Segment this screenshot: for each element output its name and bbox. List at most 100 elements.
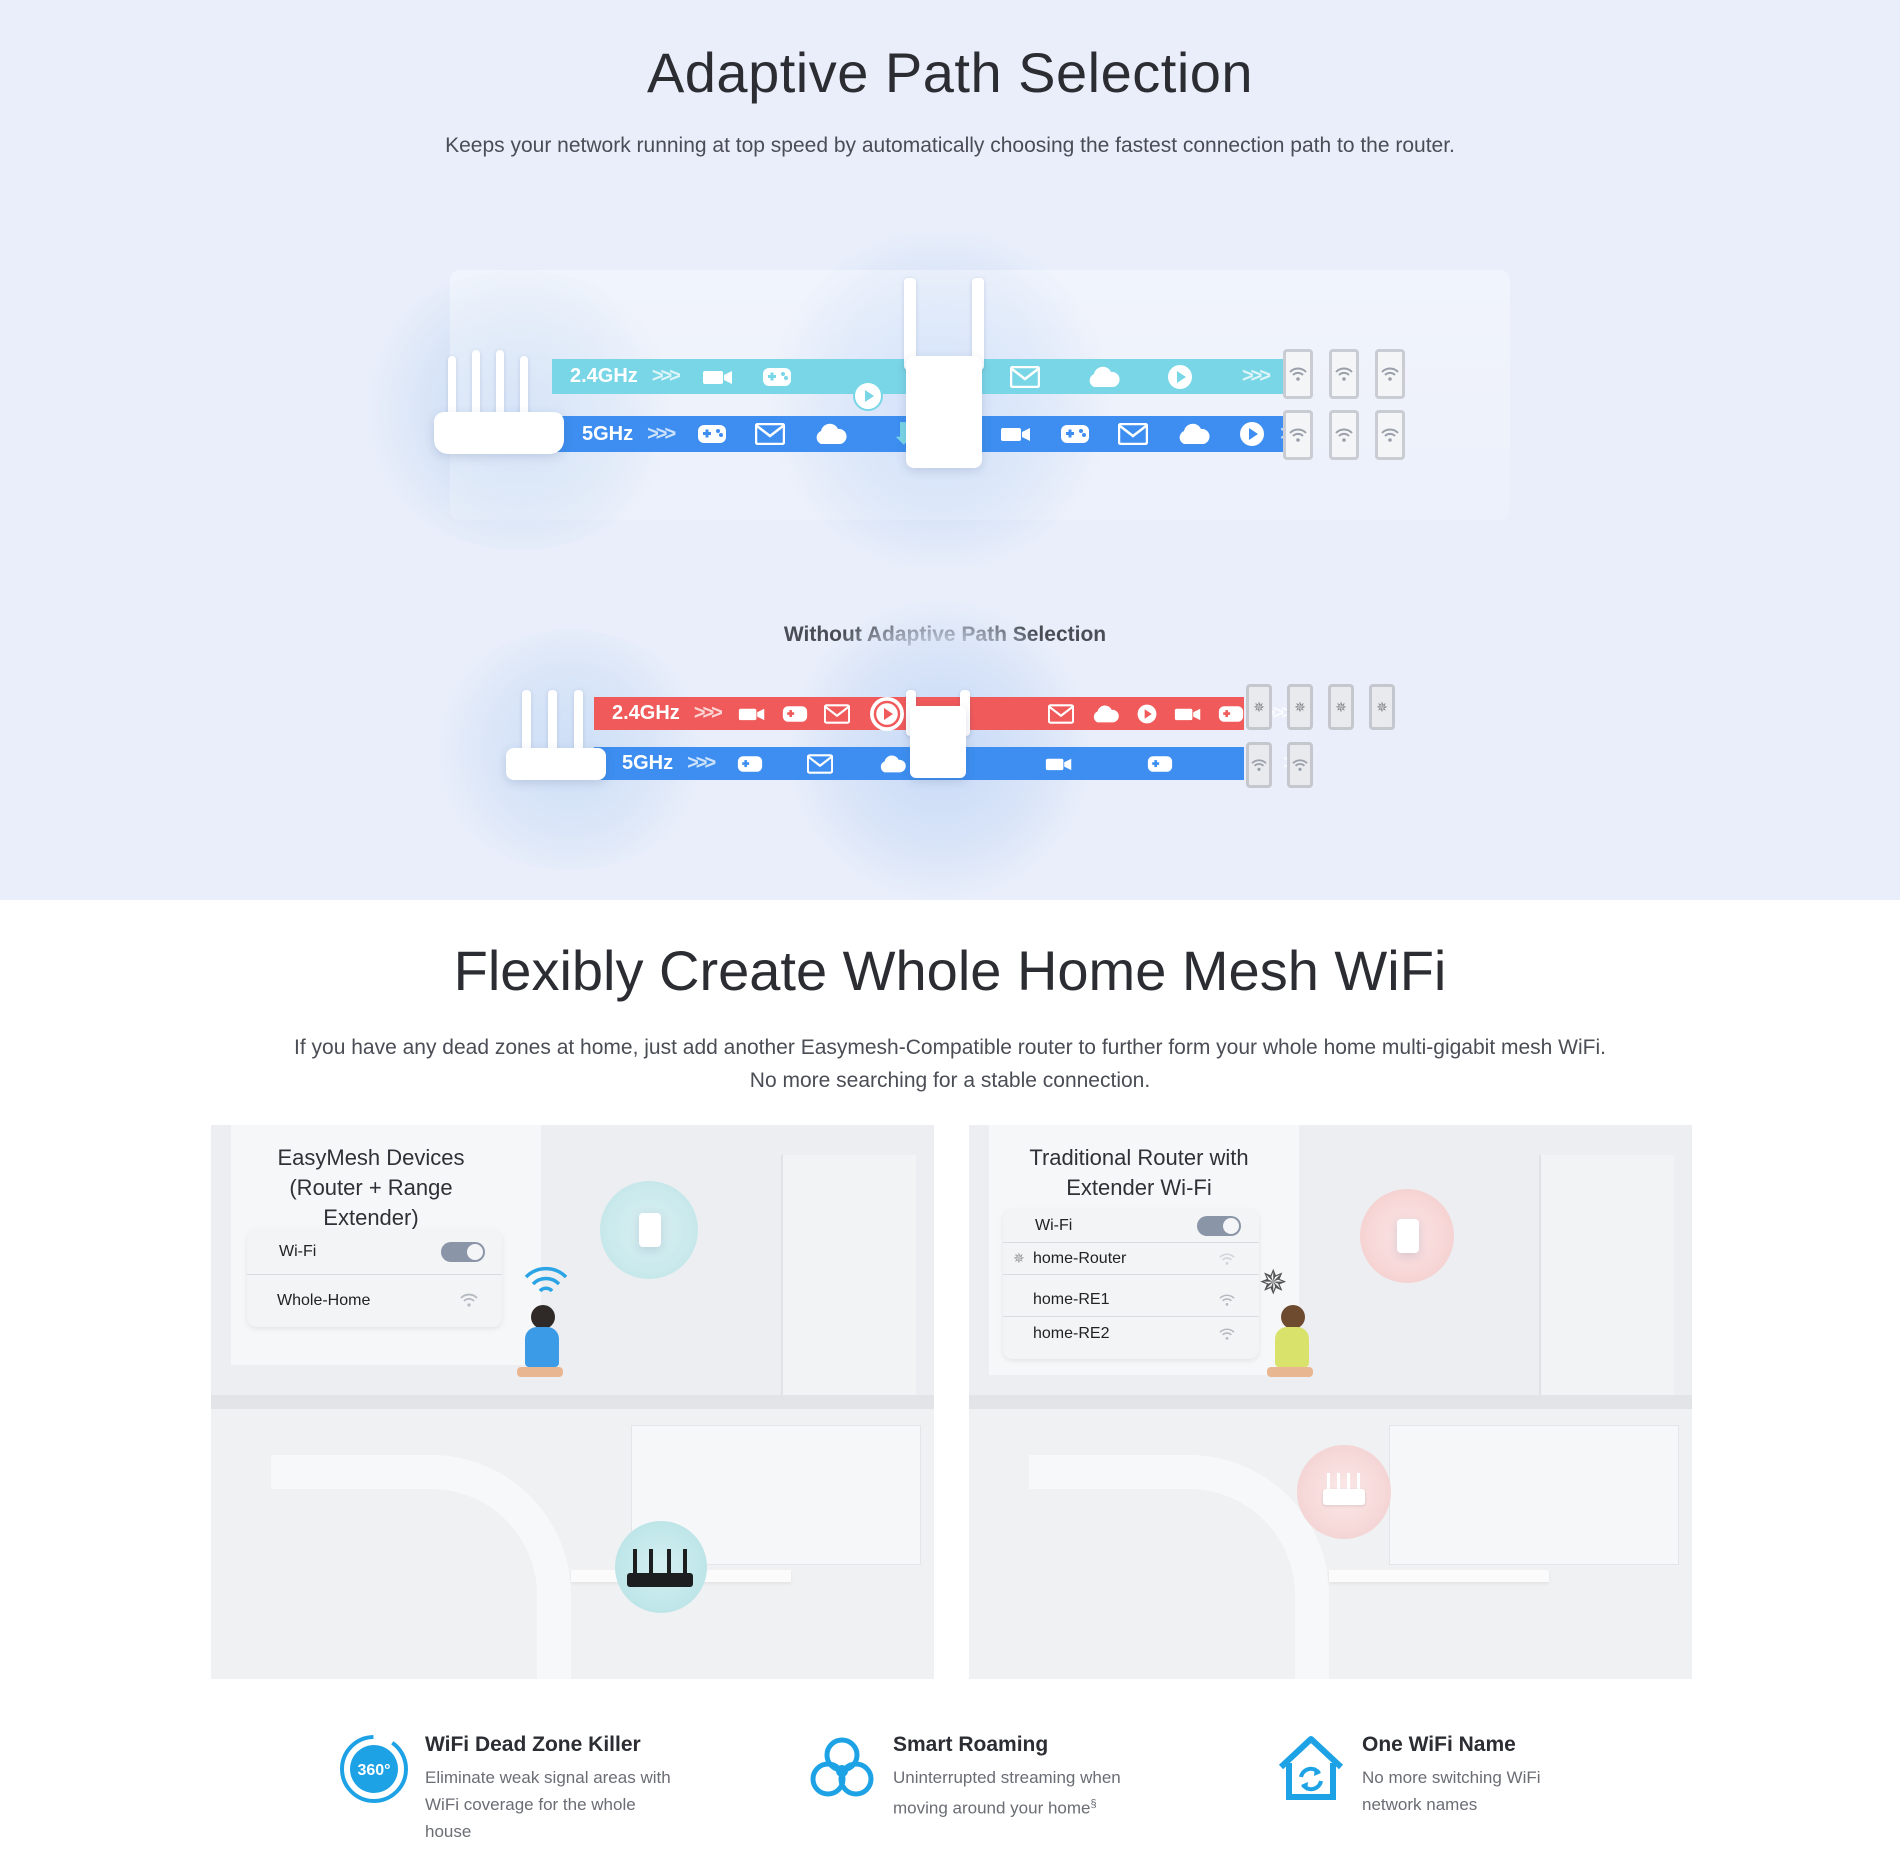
easymesh-panel: EasyMesh Devices (Router + Range Extende…	[211, 1125, 934, 1679]
gamepad-icon	[697, 422, 727, 446]
wifi-label: Wi-Fi	[1035, 1216, 1073, 1234]
mesh-wifi-subtitle: If you have any dead zones at home, just…	[294, 1036, 1606, 1092]
phone-icon	[1283, 410, 1313, 460]
traditional-panel: Traditional Router with Extender Wi-Fi W…	[969, 1125, 1692, 1679]
phone-loading-icon: ✵	[1369, 684, 1395, 730]
traditional-title: Traditional Router with Extender Wi-Fi	[1029, 1145, 1249, 1200]
wifi-network-item[interactable]: Whole-Home	[247, 1275, 502, 1327]
band-24-label: 2.4GHz	[612, 702, 680, 724]
router-device	[1321, 1473, 1367, 1509]
phone-icon	[1375, 410, 1405, 460]
network-name: home-RE1	[1033, 1290, 1110, 1308]
feature-desc: Eliminate weak signal areas with WiFi co…	[425, 1768, 671, 1841]
play-icon	[852, 380, 884, 417]
gamepad-icon	[737, 753, 763, 775]
range-extender-device	[910, 706, 966, 778]
chevrons-icon: >>>	[647, 422, 676, 445]
feature-desc: Uninterrupted streaming when moving arou…	[893, 1764, 1143, 1822]
band-5-label: 5GHz	[622, 752, 674, 774]
cloud-icon	[813, 422, 847, 446]
wifi-signal-icon	[1217, 1252, 1237, 1271]
wifi-network-item[interactable]: home-RE2	[1003, 1317, 1259, 1351]
range-extender-device	[639, 1213, 661, 1247]
feature-title: One WiFi Name	[1362, 1733, 1516, 1756]
wifi-label: Wi-Fi	[279, 1242, 317, 1260]
cloud-icon	[1176, 422, 1210, 446]
wifi-list-card: Wi-Fi ✵ home-Router home-RE1 home-RE2	[1003, 1209, 1259, 1359]
loading-spinner-icon: ✵	[1259, 1264, 1288, 1302]
phone-icon	[1283, 349, 1313, 399]
camera-icon	[1045, 755, 1073, 773]
adaptive-path-section: Adaptive Path Selection Keeps your netwo…	[0, 0, 1900, 900]
smart-roaming-icon	[806, 1733, 878, 1805]
camera-icon	[738, 705, 766, 723]
chevrons-icon: >>>	[1242, 365, 1271, 387]
phone-icon	[1375, 349, 1405, 399]
360-coverage-icon: 360°	[338, 1733, 410, 1805]
wifi-toggle[interactable]	[441, 1242, 485, 1262]
wifi-network-item[interactable]: ✵ home-Router	[1003, 1243, 1259, 1275]
wifi-network-item[interactable]: home-RE1	[1003, 1283, 1259, 1317]
play-icon	[1136, 703, 1158, 725]
mail-icon	[1047, 703, 1074, 724]
mail-icon	[1118, 423, 1149, 445]
play-icon	[868, 695, 906, 733]
cloud-icon	[877, 754, 907, 774]
network-name: Whole-Home	[277, 1292, 371, 1309]
network-name: home-Router	[1033, 1249, 1127, 1267]
cloud-icon	[1090, 704, 1120, 724]
play-icon	[1238, 420, 1266, 448]
mail-icon	[1010, 365, 1040, 388]
gamepad-icon	[1060, 422, 1090, 446]
wifi-signal-icon	[1217, 1327, 1237, 1346]
phone-icon	[1329, 410, 1359, 460]
gamepad-icon	[782, 703, 808, 725]
camera-icon	[1174, 705, 1202, 723]
feature-desc-text: Uninterrupted streaming when moving arou…	[893, 1768, 1121, 1818]
feature-desc: No more switching WiFi network names	[1362, 1768, 1541, 1814]
mesh-wifi-title: Flexibly Create Whole Home Mesh WiFi	[453, 939, 1447, 1002]
gamepad-icon	[762, 365, 792, 389]
adaptive-path-title: Adaptive Path Selection	[646, 41, 1254, 104]
footnote-mark: §	[1090, 1798, 1097, 1810]
band-24-label: 2.4GHz	[570, 365, 638, 387]
wifi-signal-icon	[1217, 1293, 1237, 1312]
gamepad-icon	[1147, 753, 1173, 775]
chevrons-icon: >>>	[693, 702, 723, 724]
network-name: home-RE2	[1033, 1325, 1110, 1342]
mail-icon	[807, 753, 834, 774]
person-avatar	[1261, 1305, 1321, 1395]
loading-spinner-icon: ✵	[1013, 1250, 1025, 1266]
router-device	[506, 748, 606, 780]
feature-title: WiFi Dead Zone Killer	[425, 1733, 641, 1756]
mail-icon	[823, 703, 850, 724]
band-24ghz-adaptive-right: >>>	[988, 359, 1288, 394]
play-icon	[1166, 363, 1194, 391]
person-avatar	[511, 1305, 567, 1395]
adaptive-path-subtitle: Keeps your network running at top speed …	[445, 134, 1455, 157]
chevrons-icon: >>>	[651, 365, 681, 387]
wifi-waves-icon	[523, 1265, 569, 1304]
easymesh-title: EasyMesh Devices (Router + Range Extende…	[277, 1145, 465, 1230]
wifi-list-card: Wi-Fi Whole-Home	[247, 1229, 502, 1327]
phone-loading-icon: ✵	[1246, 684, 1272, 730]
range-extender-device	[906, 356, 982, 468]
gamepad-icon	[1218, 703, 1244, 725]
phone-icon	[1246, 742, 1272, 788]
chevrons-icon: >>>	[687, 752, 716, 774]
camera-icon	[1000, 424, 1032, 444]
wifi-toggle[interactable]	[1197, 1216, 1241, 1236]
band-5-label: 5GHz	[582, 422, 634, 445]
svg-text:360°: 360°	[357, 1762, 390, 1779]
cloud-icon	[1086, 365, 1120, 389]
phone-loading-icon: ✵	[1287, 684, 1313, 730]
phone-loading-icon: ✵	[1328, 684, 1354, 730]
camera-icon	[702, 367, 734, 387]
feature-title: Smart Roaming	[893, 1733, 1049, 1756]
phone-icon	[1329, 349, 1359, 399]
router-device	[434, 412, 564, 454]
router-device	[625, 1549, 695, 1589]
home-sync-icon	[1275, 1733, 1347, 1805]
wifi-signal-icon	[458, 1292, 480, 1313]
router-coverage-halo	[615, 1521, 707, 1613]
